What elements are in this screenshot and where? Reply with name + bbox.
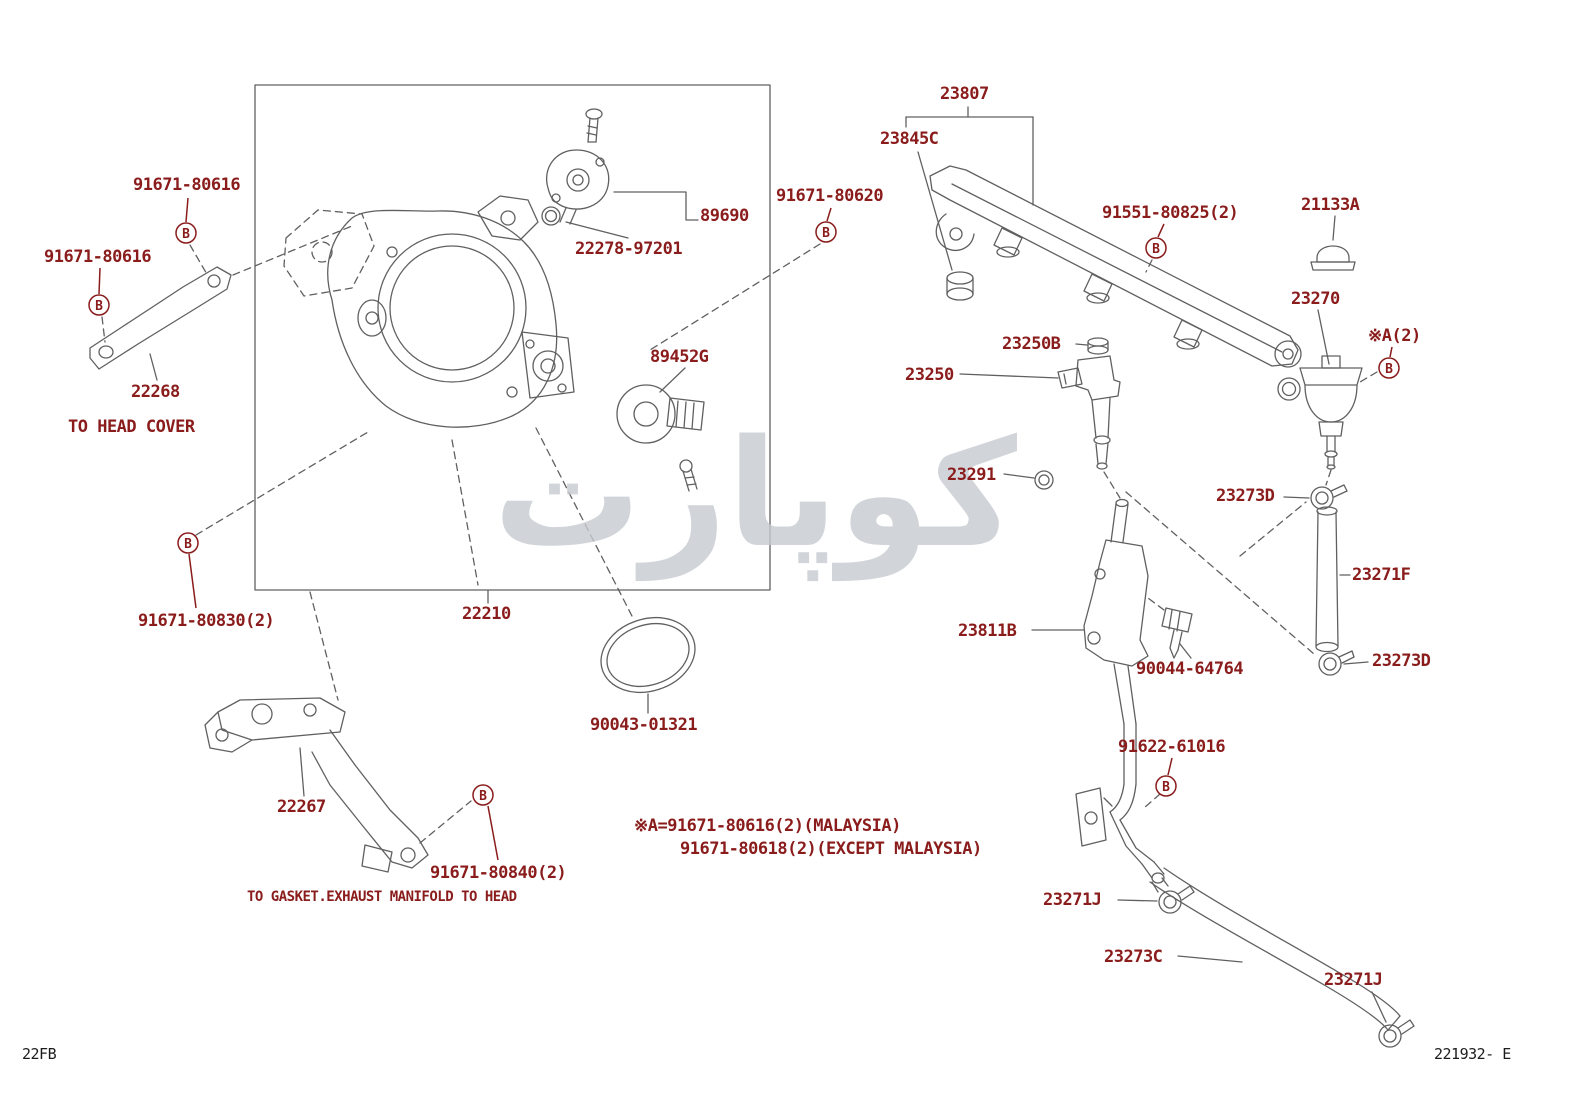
throttle-body-frame-box bbox=[254, 84, 771, 591]
part-label-90043-01321[interactable]: 90043-01321 bbox=[590, 715, 698, 735]
part-label-21133a[interactable]: 21133A bbox=[1301, 195, 1360, 215]
part-label-90044-64764[interactable]: 90044-64764 bbox=[1136, 659, 1244, 679]
b-marker-label: B bbox=[182, 227, 190, 242]
part-label-91671-80616-top[interactable]: 91671-80616 bbox=[133, 175, 241, 195]
bracket-22267-drawing bbox=[204, 697, 429, 873]
cam-sensor-drawing bbox=[541, 108, 699, 239]
b-marker-label: B bbox=[479, 789, 487, 804]
part-label-89690[interactable]: 89690 bbox=[700, 206, 749, 226]
part-label-22268[interactable]: 22268 bbox=[131, 382, 180, 402]
part-label-23250[interactable]: 23250 bbox=[905, 365, 954, 385]
throttle-body-drawing bbox=[327, 195, 575, 428]
part-label-23270[interactable]: 23270 bbox=[1291, 289, 1340, 309]
b-marker-label: B bbox=[822, 226, 830, 241]
part-label-23273d-lower[interactable]: 23273D bbox=[1372, 651, 1431, 671]
footer-doc-ref: 221932- E bbox=[1434, 1045, 1511, 1063]
part-label-23273d-upper[interactable]: 23273D bbox=[1216, 486, 1275, 506]
oring-90043-drawing bbox=[600, 617, 696, 693]
part-label-23845c[interactable]: 23845C bbox=[880, 129, 939, 149]
part-label-23291[interactable]: 23291 bbox=[947, 465, 996, 485]
bracket-22268-drawing bbox=[89, 266, 232, 381]
note-a-line1: ※A=91671-80616(2)(MALAYSIA) bbox=[634, 816, 901, 836]
part-label-89452g[interactable]: 89452G bbox=[650, 347, 709, 367]
footer-page-code: 22FB bbox=[22, 1045, 57, 1063]
b-marker-label: B bbox=[95, 299, 103, 314]
note-a-callout: ※A(2) bbox=[1368, 326, 1421, 346]
note-a-line2: 91671-80618(2)(EXCEPT MALAYSIA) bbox=[680, 839, 982, 859]
part-label-23807[interactable]: 23807 bbox=[940, 84, 989, 104]
dashed-leader-lines bbox=[101, 209, 1378, 844]
b-marker-label: B bbox=[1162, 780, 1170, 795]
caption-to-head-cover: TO HEAD COVER bbox=[68, 417, 195, 437]
b-markers: B B B B B B B B bbox=[88, 197, 1400, 861]
part-label-91671-80830[interactable]: 91671-80830(2) bbox=[138, 611, 275, 631]
clip-90044-drawing bbox=[1161, 607, 1193, 659]
b-marker-label: B bbox=[1385, 362, 1393, 377]
tps-sensor-drawing bbox=[616, 367, 705, 492]
part-label-22278-97201[interactable]: 22278-97201 bbox=[575, 239, 683, 259]
part-label-23271f[interactable]: 23271F bbox=[1352, 565, 1411, 585]
hose-23271f-drawing bbox=[1283, 484, 1369, 676]
part-label-22210[interactable]: 22210 bbox=[462, 604, 511, 624]
part-label-91551-80825[interactable]: 91551-80825(2) bbox=[1102, 203, 1239, 223]
fuel-rail-drawing bbox=[905, 106, 1302, 368]
part-label-23273c[interactable]: 23273C bbox=[1104, 947, 1163, 967]
fuel-pipe-drawing bbox=[1031, 498, 1169, 893]
part-label-22267[interactable]: 22267 bbox=[277, 797, 326, 817]
part-label-23271j-end[interactable]: 23271J bbox=[1324, 970, 1383, 990]
b-marker-label: B bbox=[184, 537, 192, 552]
part-label-23271j-mid[interactable]: 23271J bbox=[1043, 890, 1102, 910]
part-label-23250b[interactable]: 23250B bbox=[1002, 334, 1061, 354]
part-label-91622-61016[interactable]: 91622-61016 bbox=[1118, 737, 1226, 757]
injector-drawing bbox=[959, 337, 1121, 490]
part-label-23811b[interactable]: 23811B bbox=[958, 621, 1017, 641]
pressure-regulator-drawing bbox=[1277, 215, 1363, 470]
part-label-91671-80840[interactable]: 91671-80840(2) bbox=[430, 863, 567, 883]
hose-23273c-drawing bbox=[1117, 867, 1415, 1048]
part-label-91671-80620[interactable]: 91671-80620 bbox=[776, 186, 884, 206]
b-marker-label: B bbox=[1152, 242, 1160, 257]
part-label-91671-80616-left[interactable]: 91671-80616 bbox=[44, 247, 152, 267]
caption-to-gasket: TO GASKET.EXHAUST MANIFOLD TO HEAD bbox=[247, 889, 517, 905]
gray-linework bbox=[89, 84, 1415, 1048]
